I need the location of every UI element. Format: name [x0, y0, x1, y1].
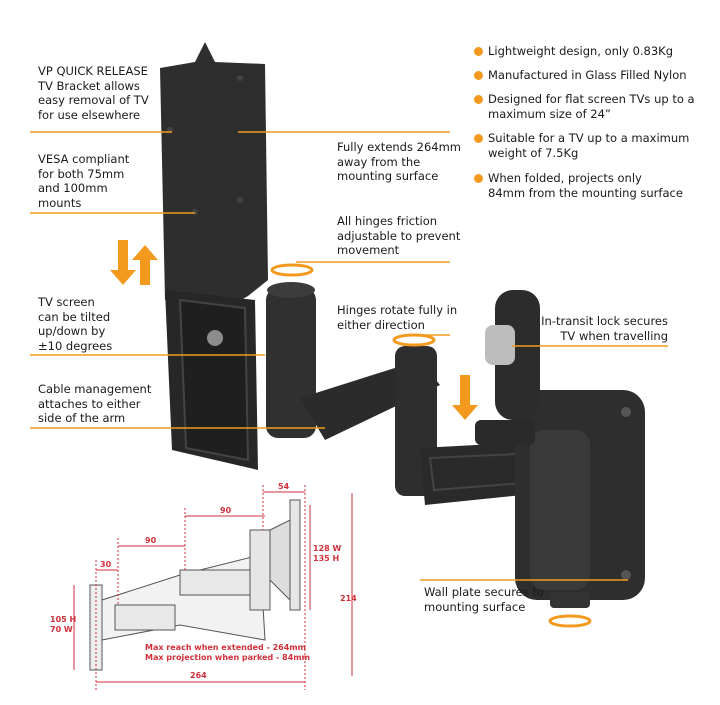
screw-icon — [207, 330, 223, 346]
feature-item: When folded, projects only 84mm from the… — [474, 171, 714, 200]
dim-note-projection: Max projection when parked - 84mm — [145, 653, 310, 662]
transit-lock — [495, 290, 540, 420]
callout-extends: Fully extends 264mm away from the mounti… — [337, 140, 461, 183]
callout-friction: All hinges friction adjustable to preven… — [337, 214, 461, 257]
motion-arrows — [110, 240, 592, 628]
dim-plate-h: 105 H — [50, 615, 76, 624]
callout-wall-plate: Wall plate secures to mounting surface — [424, 585, 544, 614]
feature-item: Manufactured in Glass Filled Nylon — [474, 68, 714, 83]
feature-item: Suitable for a TV up to a maximum weight… — [474, 131, 714, 160]
dim-54: 54 — [278, 482, 290, 491]
dim-214: 214 — [340, 594, 357, 603]
callout-tilt: TV screen can be tilted up/down by ±10 d… — [38, 295, 113, 353]
bullet-icon — [474, 174, 483, 183]
bracket-arm — [266, 282, 645, 608]
callout-cable: Cable management attaches to either side… — [38, 382, 152, 425]
arrow-down-icon — [110, 240, 136, 285]
dim-90-top: 90 — [220, 506, 232, 515]
dim-plate-w: 70 W — [50, 625, 73, 634]
bullet-icon — [474, 134, 483, 143]
rotate-arrows-icon — [270, 263, 314, 277]
technical-drawing — [89, 499, 301, 671]
dim-tv-h: 135 H — [313, 554, 339, 563]
tv-bracket-plate — [160, 42, 268, 470]
callout-quick-release: VP QUICK RELEASE TV Bracket allows easy … — [38, 64, 149, 122]
dim-264: 264 — [190, 671, 207, 680]
callout-leaders — [30, 131, 668, 581]
dim-90-mid: 90 — [145, 536, 157, 545]
callout-lock: In-transit lock secures TV when travelli… — [541, 314, 668, 343]
rotate-arrows-icon — [392, 333, 436, 347]
rotate-arrows-icon — [548, 614, 592, 628]
feature-item: Lightweight design, only 0.83Kg — [474, 44, 714, 59]
arrow-down-icon — [452, 375, 478, 420]
dim-30: 30 — [100, 560, 112, 569]
dim-tv-w: 128 W — [313, 544, 341, 553]
bullet-icon — [474, 95, 483, 104]
dimension-lines — [73, 485, 353, 690]
bullet-icon — [474, 47, 483, 56]
dim-note-reach: Max reach when extended - 264mm — [145, 643, 306, 652]
callout-vesa: VESA compliant for both 75mm and 100mm m… — [38, 152, 130, 210]
feature-item: Designed for flat screen TVs up to a max… — [474, 92, 714, 121]
callout-rotate: Hinges rotate fully in either direction — [337, 303, 458, 332]
arrow-up-icon — [132, 245, 158, 285]
bullet-icon — [474, 71, 483, 80]
